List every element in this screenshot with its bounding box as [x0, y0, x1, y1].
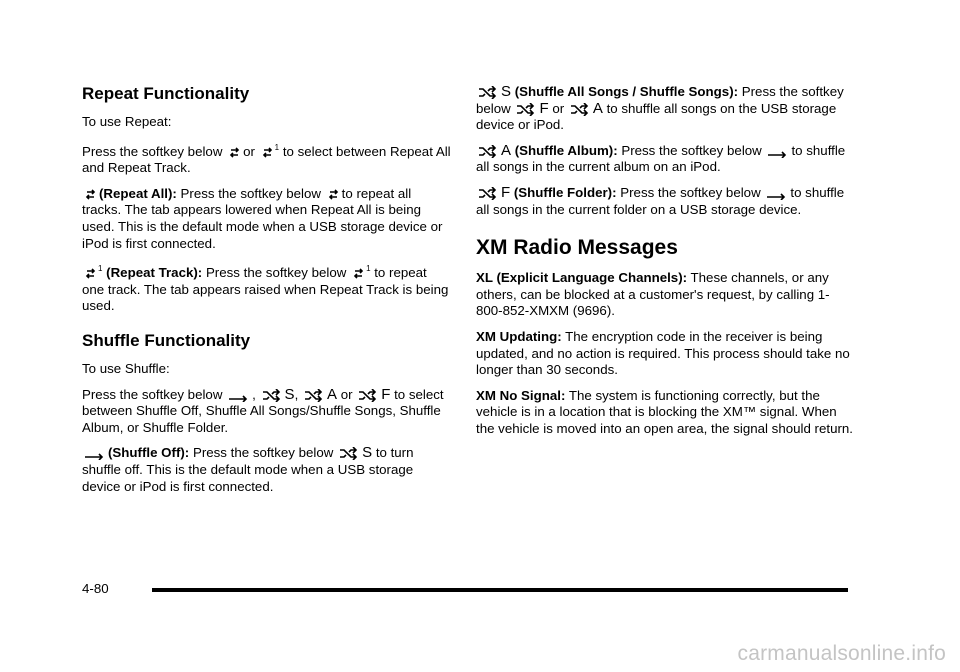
shuffle-icon [478, 186, 498, 200]
shuffle-all-songs-term: (Shuffle All Songs / Shuffle Songs): [514, 84, 739, 99]
shuffle-icon [570, 102, 590, 116]
shuffle-icon [262, 388, 282, 402]
repeat-track-icon [261, 146, 274, 159]
xm-no-signal-description: XM No Signal: The system is functioning … [476, 387, 853, 436]
xm-updating-term: XM Updating: [476, 328, 562, 344]
shuffle-off-icon [84, 447, 106, 461]
xl-term: XL (Explicit Language Channels): [476, 270, 688, 286]
shuffle-intro: To use Shuffle: [82, 360, 170, 376]
repeat-all-icon [327, 188, 340, 201]
repeat-all-icon [228, 146, 241, 159]
shuffle-icon [304, 388, 324, 402]
shuffle-all-songs-description: S (Shuffle All Songs / Shuffle Songs): P… [476, 83, 844, 133]
repeat-all-description: (Repeat All): Press the softkey below to… [82, 185, 443, 251]
repeat-track-icon [352, 267, 365, 280]
shuffle-off-term: (Shuffle Off): [108, 445, 190, 461]
shuffle-icon [358, 388, 378, 402]
right-column: S (Shuffle All Songs / Shuffle Songs): P… [476, 83, 856, 447]
watermark: carmanualsonline.info [737, 642, 946, 665]
shuffle-off-description: (Shuffle Off): Press the softkey below S… [82, 444, 414, 494]
shuffle-album-description: A (Shuffle Album): Press the softkey bel… [476, 141, 846, 175]
left-column: Repeat Functionality To use Repeat: Pres… [82, 84, 452, 504]
repeat-all-term: (Repeat All): [99, 185, 177, 201]
shuffle-album-term: (Shuffle Album): [514, 142, 618, 158]
xl-description: XL (Explicit Language Channels): These c… [476, 270, 830, 319]
shuffle-instructions: Press the softkey below , S, A or F to s… [82, 385, 444, 435]
repeat-track-suffix: 1 [274, 142, 280, 152]
shuffle-folder-term: (Shuffle Folder): [513, 184, 617, 200]
page-number: 4-80 [82, 581, 109, 596]
repeat-track-icon [84, 267, 97, 280]
shuffle-off-icon [228, 389, 250, 402]
footer-rule [152, 588, 848, 592]
shuffle-folder-description: F (Shuffle Folder): Press the softkey be… [476, 183, 845, 217]
shuffle-heading: Shuffle Functionality [82, 330, 251, 350]
shuffle-icon [478, 86, 498, 99]
repeat-all-icon [84, 188, 97, 201]
shuffle-icon [516, 102, 536, 116]
repeat-heading: Repeat Functionality [82, 84, 250, 103]
shuffle-off-icon [766, 187, 788, 200]
repeat-instructions: Press the softkey below or 1 to select b… [82, 142, 451, 176]
xm-messages-heading: XM Radio Messages [476, 236, 678, 260]
shuffle-icon [478, 144, 498, 158]
repeat-intro: To use Repeat: [82, 114, 172, 129]
shuffle-icon [339, 447, 359, 461]
repeat-track-description: 1 (Repeat Track): Press the softkey belo… [82, 264, 449, 314]
shuffle-off-icon [767, 145, 789, 158]
xm-updating-description: XM Updating: The encryption code in the … [476, 328, 850, 378]
xm-no-signal-term: XM No Signal: [476, 387, 566, 403]
repeat-track-term: (Repeat Track): [106, 265, 203, 281]
